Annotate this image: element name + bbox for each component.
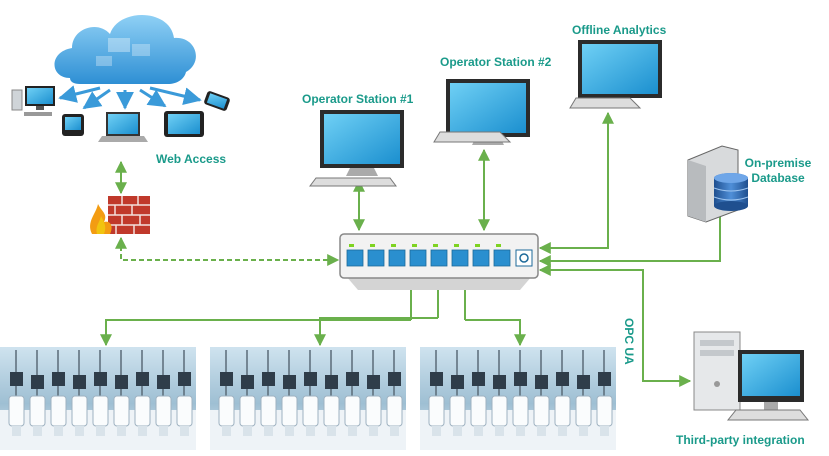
monitor-icon-analytics <box>569 40 662 109</box>
label-on-premise-line2: Database <box>751 171 805 185</box>
computer-icon <box>693 331 810 421</box>
label-offline-analytics: Offline Analytics <box>572 23 667 37</box>
cloud-icon <box>54 14 196 85</box>
laptop-icon <box>98 112 148 142</box>
monitor-icon-operator1 <box>309 110 404 187</box>
connector-thirdparty-switch <box>538 264 692 387</box>
database-server-icon <box>687 145 749 223</box>
connector-analytics-switch <box>538 111 614 254</box>
lab-reactor-photo-3 <box>420 347 616 450</box>
connector-switch-lab3 <box>465 319 526 347</box>
lab-reactor-photo-1 <box>0 347 196 450</box>
connectors <box>100 111 726 387</box>
label-web-access: Web Access <box>156 152 227 166</box>
label-operator-station-1: Operator Station #1 <box>302 92 414 106</box>
connector-database-switch <box>538 200 726 267</box>
smartphone-icon <box>62 114 84 136</box>
firewall-icon <box>90 196 150 234</box>
tablet-icon <box>164 111 204 137</box>
smartphone-icon-2 <box>204 91 230 111</box>
label-on-premise-line1: On-premise <box>744 156 812 170</box>
monitor-icon-operator2 <box>433 79 530 145</box>
connector-switch-lab2 <box>314 317 438 347</box>
label-on-premise-database: On-premise Database <box>744 156 812 186</box>
network-switch-icon <box>339 233 539 290</box>
lab-reactor-photo-2 <box>210 347 406 450</box>
lab-photos <box>0 347 616 450</box>
label-third-party-integration: Third-party integration <box>676 433 805 447</box>
label-opc-ua: OPC UA <box>622 318 636 365</box>
connector-switch-lab1 <box>100 319 411 347</box>
label-operator-station-2: Operator Station #2 <box>440 55 552 69</box>
cloud-arrows <box>58 85 202 110</box>
desktop-icon <box>11 86 55 116</box>
connector-firewall-switch <box>115 236 340 266</box>
